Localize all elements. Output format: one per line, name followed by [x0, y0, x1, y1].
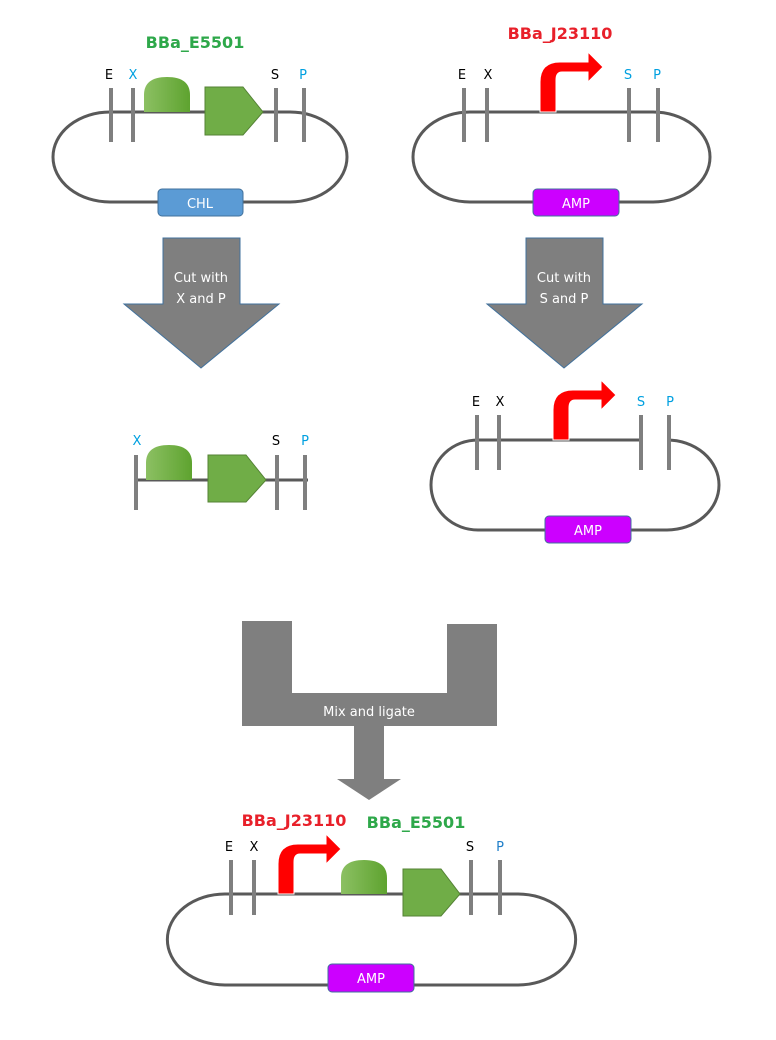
plasmid-e5501-title: BBa_E5501	[146, 33, 245, 52]
merge-arrow-icon	[242, 621, 497, 800]
down-arrow-icon	[122, 237, 281, 369]
rbs-icon	[146, 445, 192, 480]
resistance-label-chl: CHL	[187, 197, 214, 212]
site-x-label: X	[133, 434, 142, 449]
cut-right-line2: S and P	[540, 292, 589, 307]
site-s-label: S	[624, 68, 632, 83]
insert-fragment: X S P	[133, 434, 309, 510]
vector-backbone	[429, 438, 721, 532]
site-p-label: P	[496, 840, 504, 855]
ligate-label: Mix and ligate	[323, 705, 415, 720]
ligate-arrow: Mix and ligate	[242, 621, 497, 800]
cut-left-line2: X and P	[176, 292, 226, 307]
site-e-label: E	[472, 395, 480, 410]
cut-arrow-left: Cut with X and P	[122, 237, 281, 369]
cut-left-line1: Cut with	[174, 271, 228, 286]
resistance-box-amp	[532, 188, 620, 217]
coding-sequence-icon	[207, 454, 267, 503]
resistance-label-amp: AMP	[562, 197, 590, 212]
plasmid-backbone	[51, 110, 349, 204]
site-e-label: E	[105, 68, 113, 83]
site-s-label: S	[637, 395, 645, 410]
resistance-box-amp	[327, 963, 415, 993]
resistance-box-chl	[157, 188, 244, 217]
cut-right-line1: Cut with	[537, 271, 591, 286]
site-x-label: X	[250, 840, 259, 855]
site-e-label: E	[458, 68, 466, 83]
coding-sequence-icon	[204, 86, 264, 136]
site-p-label: P	[299, 68, 307, 83]
coding-sequence-icon	[402, 868, 461, 917]
site-e-label: E	[225, 840, 233, 855]
plasmid-e5501: BBa_E5501 E X S P CHL	[51, 33, 349, 217]
promoter-arrow-icon	[277, 832, 342, 895]
site-x-label: X	[496, 395, 505, 410]
down-arrow-icon	[485, 237, 644, 369]
site-p-label: P	[301, 434, 309, 449]
resistance-label-amp: AMP	[357, 972, 385, 987]
resistance-box-amp	[544, 515, 632, 544]
site-s-label: S	[466, 840, 474, 855]
resistance-label-amp: AMP	[574, 524, 602, 539]
site-s-label: S	[271, 68, 279, 83]
rbs-icon	[341, 860, 387, 894]
site-x-label: X	[129, 68, 138, 83]
product-promoter-title: BBa_J23110	[242, 811, 347, 830]
promoter-arrow-icon	[539, 50, 604, 113]
product-plasmid: BBa_J23110 BBa_E5501 E X S P AMP	[165, 811, 578, 993]
site-s-label: S	[272, 434, 280, 449]
promoter-arrow-icon	[552, 378, 617, 441]
product-part-title: BBa_E5501	[367, 813, 466, 832]
plasmid-backbone	[411, 110, 712, 204]
cut-vector: E X S P AMP	[429, 378, 721, 544]
site-p-label: P	[666, 395, 674, 410]
plasmid-backbone	[165, 892, 578, 987]
cut-arrow-right: Cut with S and P	[485, 237, 644, 369]
plasmid-j23110: BBa_J23110 E X S P AMP	[411, 24, 712, 217]
plasmid-j23110-title: BBa_J23110	[508, 24, 613, 43]
site-p-label: P	[653, 68, 661, 83]
site-x-label: X	[484, 68, 493, 83]
rbs-icon	[144, 77, 190, 112]
